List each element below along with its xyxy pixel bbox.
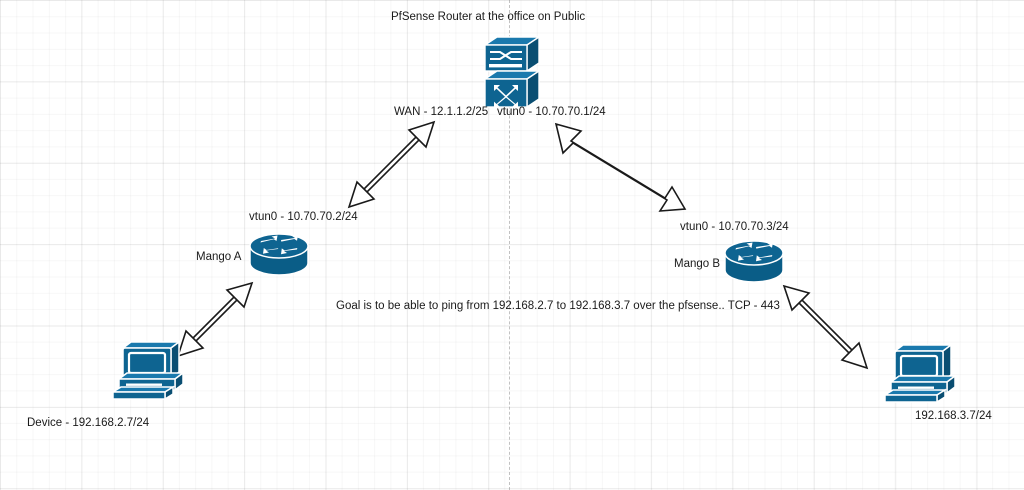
label-mango-b-vtun0: vtun0 - 10.70.70.3/24	[680, 221, 789, 233]
node-mango-b[interactable]	[723, 238, 785, 286]
desktop-computer-icon	[110, 340, 186, 401]
label-pfsense-vtun0: vtun0 - 10.70.70.1/24	[497, 106, 606, 118]
label-device-right: 192.168.3.7/24	[915, 410, 992, 422]
label-wan-ip: WAN - 12.1.1.2/25	[394, 106, 489, 118]
node-mango-a[interactable]	[248, 231, 310, 279]
link-mangob-deviceright[interactable]	[782, 284, 869, 370]
label-device-left: Device - 192.168.2.7/24	[27, 417, 150, 429]
link-pfsense-mangoa[interactable]	[347, 120, 436, 209]
link-mangoa-deviceleft[interactable]	[176, 281, 254, 358]
router-icon	[249, 233, 309, 276]
label-mango-a-vtun0: vtun0 - 10.70.70.2/24	[249, 211, 358, 223]
label-mango-a-name: Mango A	[196, 251, 242, 263]
label-mango-b-name: Mango B	[674, 258, 721, 270]
router-switch-icon	[482, 35, 542, 109]
node-device-right[interactable]	[881, 342, 959, 404]
label-goal-note: Goal is to be able to ping from 192.168.…	[336, 300, 780, 312]
node-device-left[interactable]	[109, 339, 187, 401]
router-icon	[724, 240, 784, 283]
page-boundary-guide	[509, 0, 510, 490]
desktop-computer-icon	[882, 343, 958, 404]
link-pfsense-mangob[interactable]	[554, 122, 687, 212]
node-pfsense-router[interactable]	[481, 33, 543, 111]
page-title: PfSense Router at the office on Public	[391, 11, 586, 23]
